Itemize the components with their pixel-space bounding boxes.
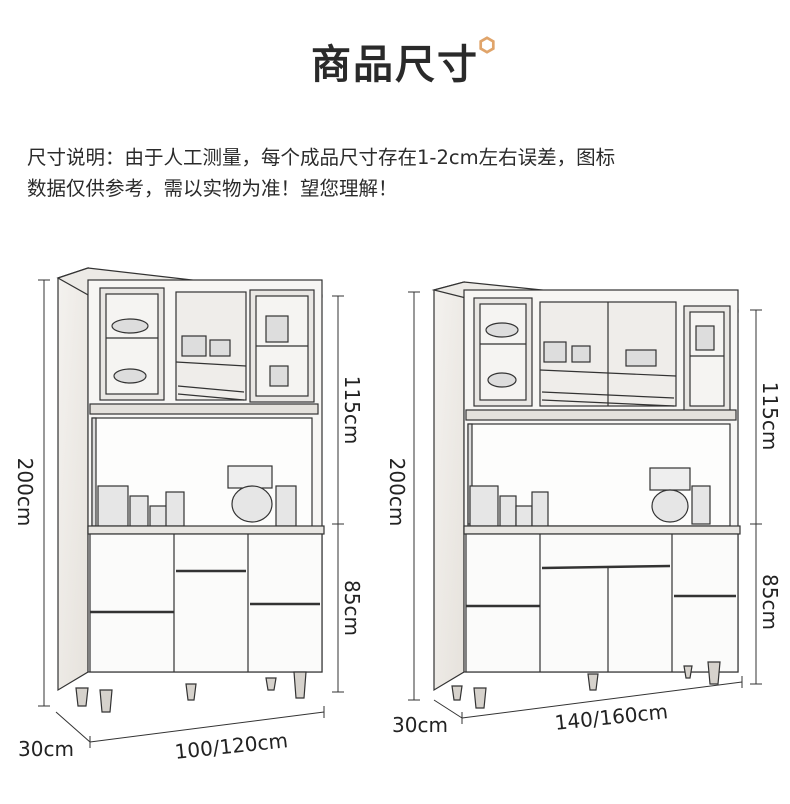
dimensions-small: [38, 279, 344, 748]
large-lower-label: 85cm: [758, 574, 782, 630]
dimensions-large: [408, 291, 762, 724]
small-lower-label: 85cm: [340, 580, 364, 636]
large-upper-label: 115cm: [758, 382, 782, 451]
large-depth-label: 30cm: [392, 713, 448, 737]
hexagon-outline-icon: [479, 36, 495, 54]
large-width-label: 140/160cm: [554, 699, 669, 735]
size-note: 尺寸说明：由于人工测量，每个成品尺寸存在1-2cm左右误差，图标 数据仅供参考，…: [27, 142, 767, 204]
small-width-label: 100/120cm: [174, 728, 289, 764]
page-title: 商品尺寸: [311, 42, 479, 88]
size-note-line-2: 数据仅供参考，需以实物为准！望您理解！: [27, 177, 398, 200]
size-note-line-1: 尺寸说明：由于人工测量，每个成品尺寸存在1-2cm左右误差，图标: [27, 146, 616, 169]
large-height-label: 200cm: [385, 458, 409, 527]
small-upper-label: 115cm: [340, 376, 364, 445]
cabinet-large: [431, 281, 741, 709]
cabinet-small: [56, 267, 325, 713]
small-height-label: 200cm: [13, 458, 37, 527]
small-depth-label: 30cm: [18, 737, 74, 761]
